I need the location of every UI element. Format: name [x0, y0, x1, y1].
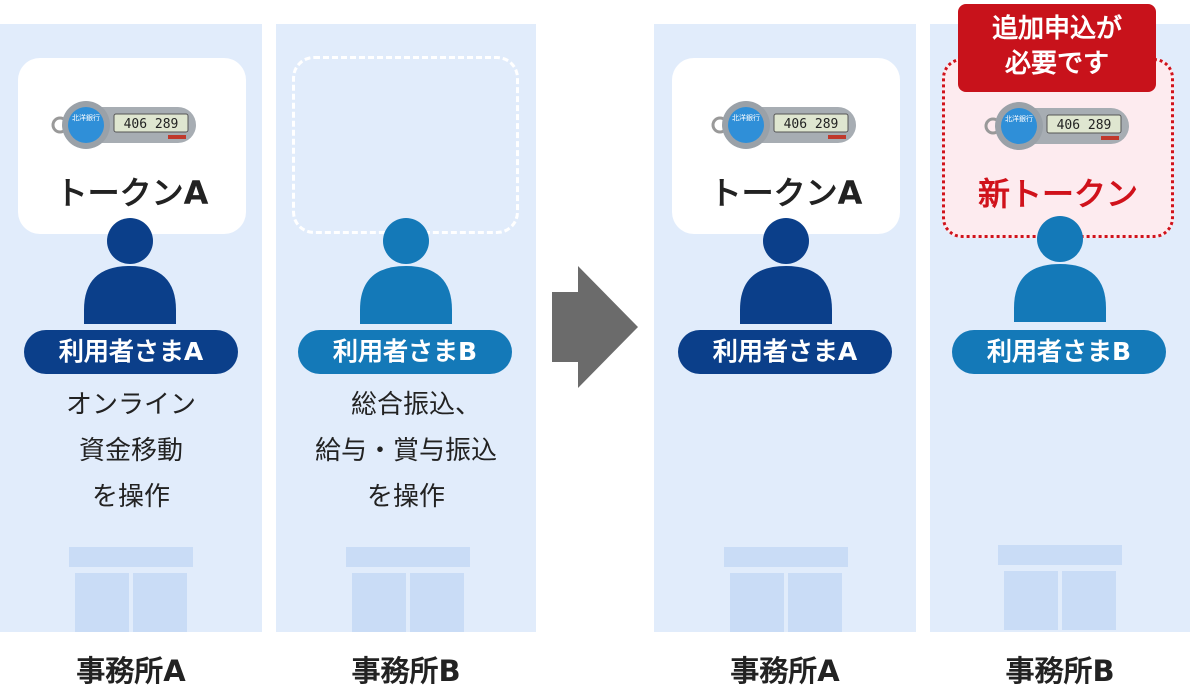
user-b-badge: 利用者さまB: [298, 330, 512, 374]
office-a-label: 事務所A: [76, 654, 186, 688]
office-b-label: 事務所B: [1005, 654, 1115, 688]
description-line: 資金移動: [78, 436, 183, 466]
description-line: 給与・賞与振込: [314, 436, 497, 466]
token-device-icon: 北洋銀行 406 289: [51, 101, 196, 149]
new-token-label: 新トークン: [977, 175, 1138, 213]
additional-application-badge: 追加申込が 必要です: [958, 4, 1156, 92]
description-line: 総合振込、: [350, 390, 481, 420]
token-device-icon: 北洋銀行 406 289: [711, 101, 856, 149]
token-a-label: トークンA: [55, 174, 209, 212]
office-a-building-icon: [724, 547, 848, 632]
office-b-panel-before: [276, 24, 536, 632]
token-bank-name: 北洋銀行: [72, 113, 100, 122]
office-b-building-icon: [346, 547, 470, 632]
user-a-icon: [84, 218, 176, 324]
transition-arrow-icon: [552, 266, 638, 388]
user-b-icon: [1014, 216, 1106, 322]
office-b-building-icon: [998, 545, 1122, 630]
badge-line: 必要です: [1004, 49, 1109, 79]
description-line: を操作: [366, 482, 445, 512]
empty-token-slot: [292, 56, 519, 234]
description-line: オンライン: [65, 390, 196, 420]
user-a-icon: [740, 218, 832, 324]
token-a-card: 北洋銀行 406 289 トークンA: [18, 58, 246, 234]
token-a-card: 北洋銀行 406 289 トークンA: [672, 58, 900, 234]
user-b-icon: [360, 218, 452, 324]
token-display: 406 289: [124, 117, 179, 132]
office-a-label: 事務所A: [730, 654, 840, 688]
token-bank-name: 北洋銀行: [1005, 114, 1033, 123]
token-device-icon: 北洋銀行 406 289: [984, 102, 1129, 150]
description-line: を操作: [91, 482, 170, 512]
user-a-badge: 利用者さまA: [678, 330, 892, 374]
user-a-description: オンライン 資金移動 を操作: [0, 382, 262, 520]
token-bank-name: 北洋銀行: [732, 113, 760, 122]
user-b-description: 総合振込、 給与・賞与振込 を操作: [276, 382, 536, 520]
user-b-badge: 利用者さまB: [952, 330, 1166, 374]
user-a-badge: 利用者さまA: [24, 330, 238, 374]
office-b-label: 事務所B: [351, 654, 461, 688]
office-a-building-icon: [69, 547, 193, 632]
token-display: 406 289: [784, 117, 839, 132]
badge-line: 追加申込が: [991, 14, 1122, 44]
token-a-label: トークンA: [709, 174, 863, 212]
token-display: 406 289: [1057, 118, 1112, 133]
